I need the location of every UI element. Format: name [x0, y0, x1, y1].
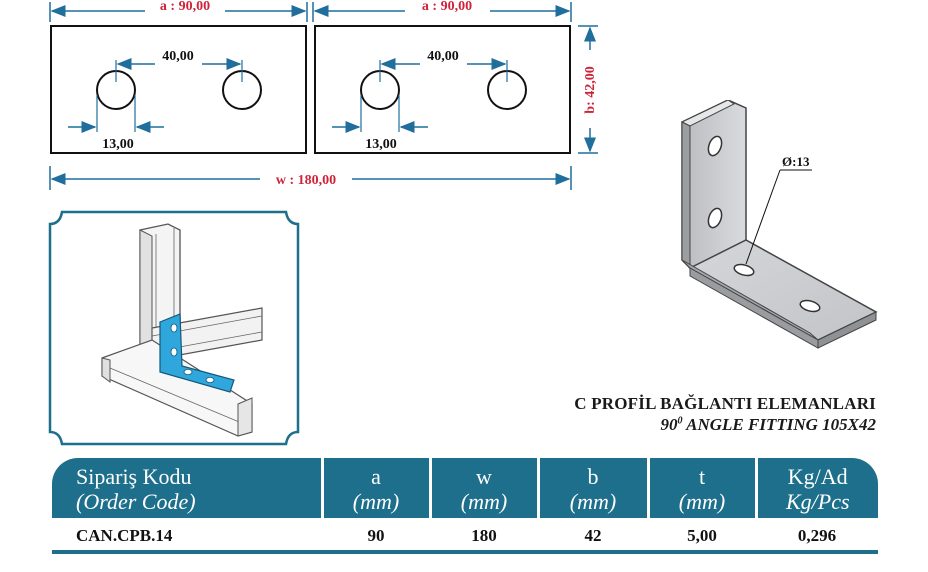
table-row: CAN.CPB.14 90 180 42 5,00 0,296 [52, 518, 878, 554]
header-w: w(mm) [428, 458, 538, 518]
product-title-en: 900 ANGLE FITTING 105X42 [660, 415, 876, 434]
dim-a-right-label: a : 90,00 [422, 0, 472, 14]
hole [733, 263, 755, 277]
header-a: a(mm) [320, 458, 430, 518]
dimension-b: b: 42,00 [578, 25, 598, 154]
hole [707, 207, 723, 229]
plate-right [314, 25, 571, 154]
dim-a-left-label: a : 90,00 [160, 0, 210, 14]
edge-offset-right: 13,00 [365, 137, 397, 152]
plate-left [50, 25, 307, 154]
header-order-code: Sipariş Kodu(Order Code) [52, 458, 322, 518]
dimension-w: w : 180,00 [49, 166, 572, 190]
cell-b: 42 [538, 518, 648, 554]
product-title-tr: C PROFİL BAĞLANTI ELEMANLARI [574, 394, 876, 413]
edge-offset-left: 13,00 [102, 137, 134, 152]
hole-diameter-label: Ø:13 [782, 154, 810, 169]
header-b: b(mm) [536, 458, 648, 518]
dim-w-label: w : 180,00 [276, 173, 336, 188]
dimension-a-left: a : 90,00 [49, 0, 308, 22]
highlighted-bracket [159, 313, 235, 393]
dimension-a-right: a : 90,00 [312, 0, 572, 22]
hole [799, 299, 821, 313]
cell-a: 90 [322, 518, 430, 554]
spec-table: Sipariş Kodu(Order Code) a(mm) w(mm) b(m… [52, 458, 878, 554]
hole-spacing-left: 40,00 [162, 49, 194, 64]
hole [707, 135, 723, 157]
technical-drawing: a : 90,00 a : 90,00 40,00 13,00 40,00 13… [49, 0, 598, 190]
hole-spacing-right: 40,00 [427, 49, 459, 64]
angle-bracket-3d: Ø:13 [680, 100, 878, 349]
dim-b-label: b: 42,00 [583, 66, 598, 113]
cell-w: 180 [430, 518, 538, 554]
header-t: t(mm) [646, 458, 756, 518]
assembly-illustration [48, 210, 300, 446]
cell-weight: 0,296 [756, 518, 878, 554]
cell-t: 5,00 [648, 518, 756, 554]
cell-order-code: CAN.CPB.14 [52, 518, 322, 554]
